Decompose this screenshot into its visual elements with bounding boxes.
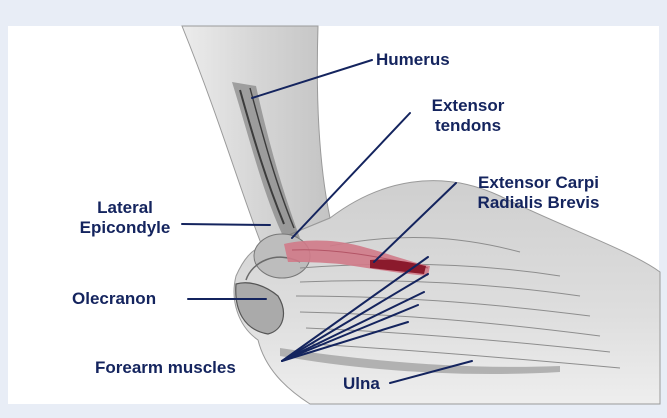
label-ecrb-line2: Radialis Brevis — [456, 193, 621, 213]
label-extensor-tendons-line1: Extensor — [418, 96, 518, 116]
label-ulna: Ulna — [343, 374, 380, 394]
leader-lateral-epicondyle — [182, 224, 270, 225]
label-lateral-epicondyle-line2: Epicondyle — [72, 218, 178, 238]
label-lateral-epicondyle-line1: Lateral — [72, 198, 178, 218]
label-lateral-epicondyle: Lateral Epicondyle — [72, 198, 178, 238]
label-extensor-tendons: Extensor tendons — [418, 96, 518, 136]
label-extensor-carpi-radialis-brevis: Extensor Carpi Radialis Brevis — [456, 173, 621, 213]
label-extensor-tendons-line2: tendons — [418, 116, 518, 136]
label-olecranon: Olecranon — [72, 289, 156, 309]
label-forearm-muscles: Forearm muscles — [95, 358, 236, 378]
label-humerus: Humerus — [376, 50, 450, 70]
label-ecrb-line1: Extensor Carpi — [456, 173, 621, 193]
